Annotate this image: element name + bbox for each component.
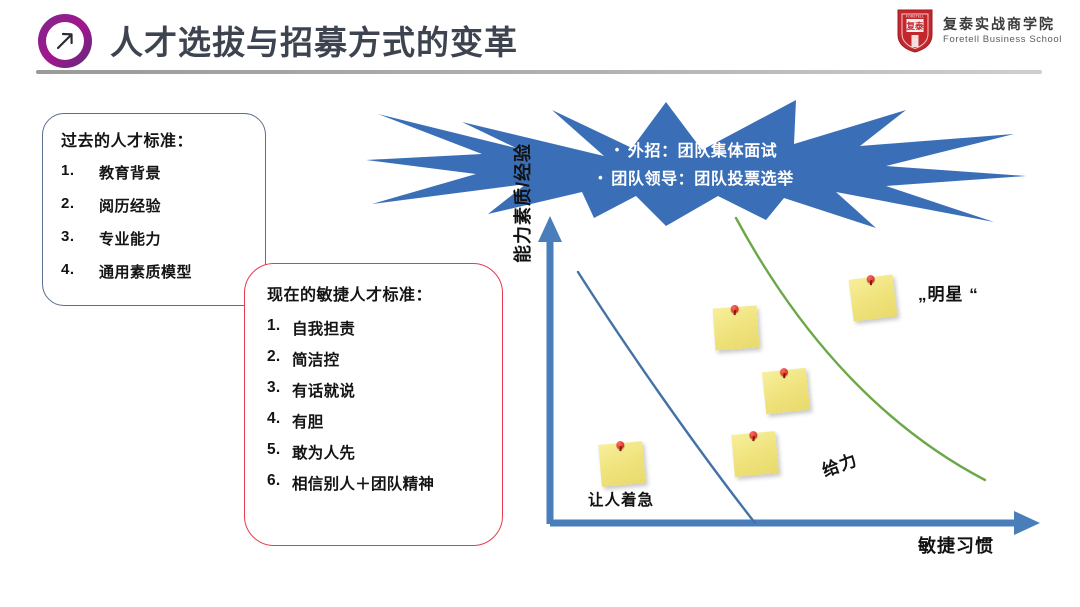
past-standards-box: 过去的人才标准： 1. 教育背景 2. 阅历经验 3. 专业能力 4. 通用素质… (42, 113, 266, 306)
brand-name-en: Foretell Business School (943, 33, 1062, 45)
y-axis-label: 能力素质/经验 (513, 142, 533, 263)
y-axis (538, 216, 562, 524)
item-label: 通用素质模型 (99, 264, 193, 281)
list-item: 3. 专业能力 (61, 228, 255, 249)
list-item: 1. 自我担责 (267, 317, 492, 339)
item-label: 专业能力 (99, 231, 162, 248)
brand-name-cn: 复泰实战商学院 (943, 16, 1056, 33)
brand-logo: 复泰 FORETELL 复泰实战商学院 Foretell Business Sc… (896, 8, 1062, 54)
item-label: 阅历经验 (99, 198, 162, 215)
lower-boundary-curve (576, 270, 757, 525)
item-label: 相信别人＋团队精神 (292, 476, 435, 493)
pushpin-icon (779, 367, 789, 377)
agile-standards-box: 现在的敏捷人才标准： 1. 自我担责 2. 简洁控 3. 有话就说 4. 有胆 … (244, 263, 503, 546)
sticky-note (712, 304, 760, 351)
upper-boundary-curve (734, 216, 987, 482)
svg-text:复泰: 复泰 (906, 21, 925, 32)
brand-text: 复泰实战商学院 Foretell Business School (943, 16, 1062, 45)
annotation-star: „明星 “ (918, 285, 979, 304)
past-standards-title: 过去的人才标准： (61, 133, 194, 150)
shield-crest-logo: 复泰 FORETELL (897, 9, 933, 53)
page-title: 人才选拔与招募方式的变革 (110, 24, 518, 61)
item-number: 5. (267, 441, 281, 458)
list-item: 5. 敢为人先 (267, 441, 492, 463)
item-label: 简洁控 (292, 352, 340, 369)
x-axis-label: 敏捷习惯 (918, 536, 994, 556)
item-number: 2. (267, 348, 281, 365)
item-label: 自我担责 (292, 321, 356, 338)
item-label: 有胆 (292, 414, 324, 431)
pushpin-icon (866, 274, 876, 284)
annotation-slow: 让人着急 (588, 492, 655, 509)
sticky-note (761, 367, 811, 415)
arrow-icon-inner (46, 22, 84, 60)
item-number: 2. (61, 195, 75, 212)
arrow-up-right-circle-icon (38, 14, 92, 68)
sticky-note (731, 430, 779, 477)
list-item: 6. 相信别人＋团队精神 (267, 472, 492, 494)
item-number: 6. (267, 472, 281, 489)
explosion-callout-shape (366, 100, 1026, 228)
header-divider (36, 70, 1042, 74)
agile-standards-title: 现在的敏捷人才标准： (267, 287, 433, 304)
sticky-note (598, 440, 646, 487)
talent-quadrant-chart (538, 216, 1040, 535)
pushpin-icon (749, 430, 758, 440)
sticky-note (848, 274, 898, 322)
pushpin-icon (730, 304, 739, 314)
list-item: 2. 简洁控 (267, 348, 492, 370)
list-item: 3. 有话就说 (267, 379, 492, 401)
item-number: 4. (61, 261, 75, 278)
item-number: 3. (61, 228, 75, 245)
item-number: 1. (61, 162, 75, 179)
agile-standards-list: 1. 自我担责 2. 简洁控 3. 有话就说 4. 有胆 5. 敢为人先 6. … (267, 317, 492, 494)
item-label: 有话就说 (292, 383, 356, 400)
item-number: 3. (267, 379, 281, 396)
item-number: 4. (267, 410, 281, 427)
list-item: 4. 有胆 (267, 410, 492, 432)
x-axis (550, 511, 1040, 535)
item-label: 教育背景 (99, 165, 162, 182)
pushpin-icon (616, 440, 625, 450)
item-number: 1. (267, 317, 281, 334)
list-item: 4. 通用素质模型 (61, 261, 255, 282)
item-label: 敢为人先 (292, 445, 356, 462)
past-standards-list: 1. 教育背景 2. 阅历经验 3. 专业能力 4. 通用素质模型 (61, 162, 255, 282)
list-item: 2. 阅历经验 (61, 195, 255, 216)
list-item: 1. 教育背景 (61, 162, 255, 183)
svg-text:FORETELL: FORETELL (906, 15, 924, 19)
